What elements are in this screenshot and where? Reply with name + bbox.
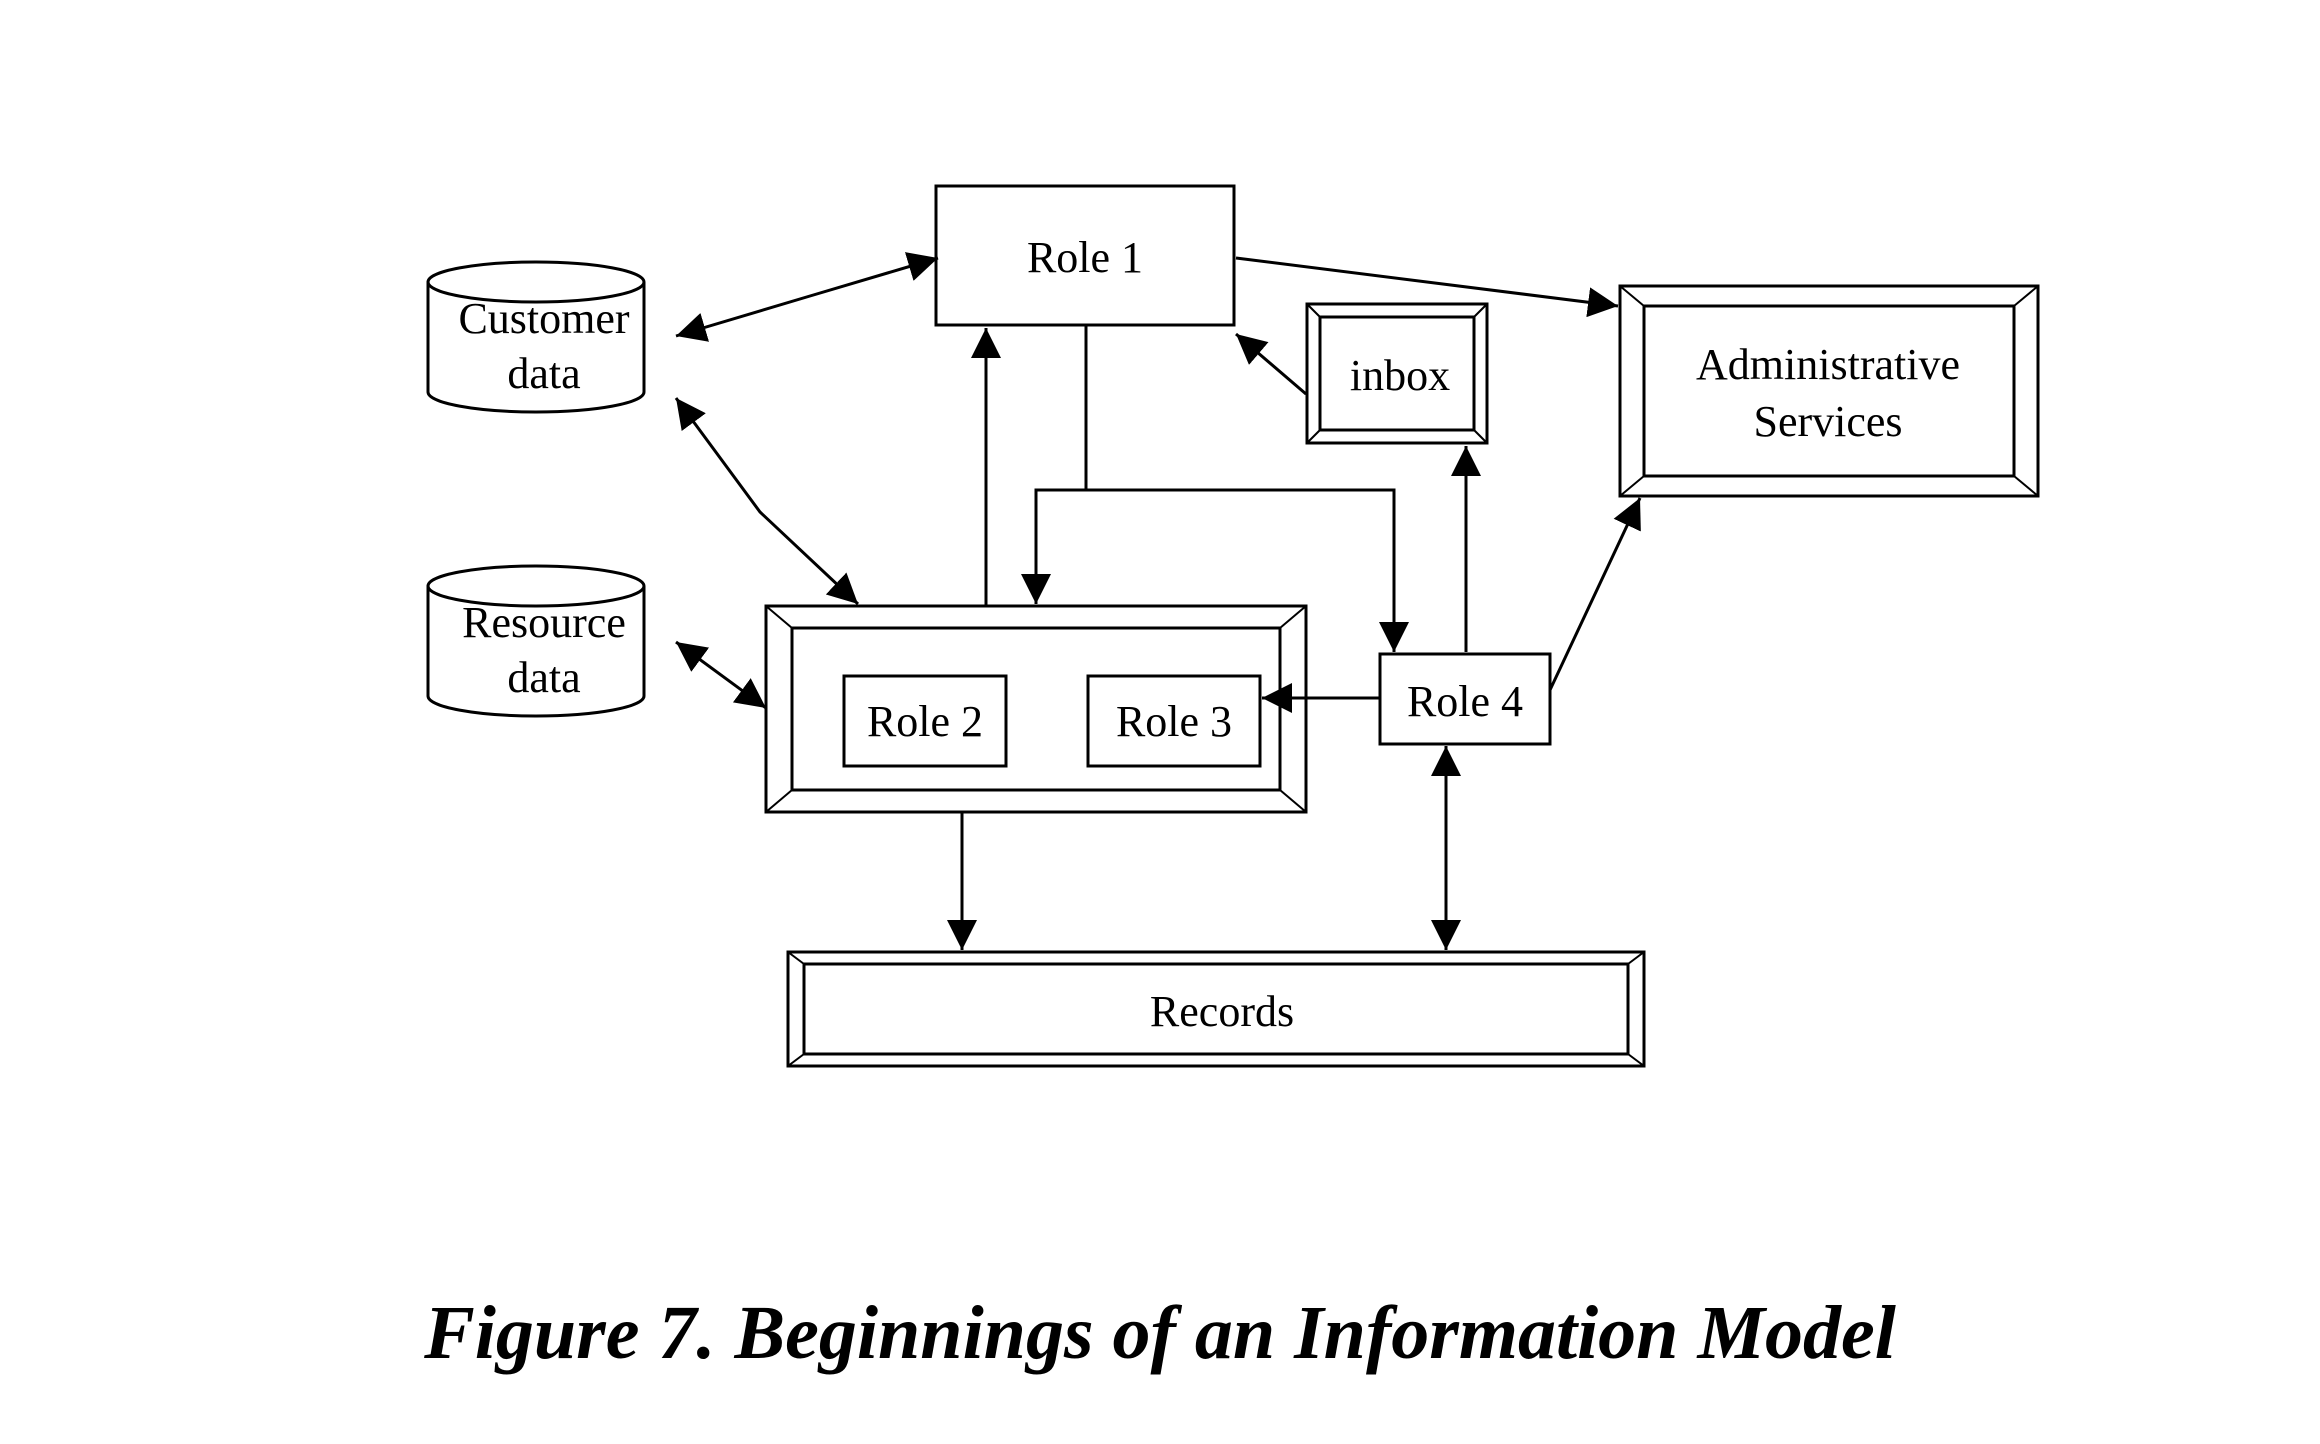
customer-data-node: Customer data xyxy=(426,260,646,414)
edge-role4-admin xyxy=(1548,497,1642,691)
role4-label: Role 4 xyxy=(1407,677,1523,726)
records-node: Records xyxy=(786,950,1646,1068)
role3-node: Role 3 xyxy=(1086,674,1262,768)
inbox-node: inbox xyxy=(1305,302,1489,445)
role2-role3-group xyxy=(764,604,1308,814)
records-label: Records xyxy=(1150,987,1294,1036)
role1-label: Role 1 xyxy=(1027,233,1143,282)
resource-data-label-line2: data xyxy=(507,653,580,702)
role2-node: Role 2 xyxy=(842,674,1008,768)
customer-data-label-line2: data xyxy=(507,349,580,398)
edge-customer-data-group xyxy=(674,397,860,606)
administrative-services-node: Administrative Services xyxy=(1618,284,2040,498)
resource-data-node: Resource data xyxy=(426,564,646,718)
edge-resource-data-group xyxy=(675,640,767,710)
role3-label: Role 3 xyxy=(1116,697,1232,746)
resource-data-label-line1: Resource xyxy=(462,598,626,647)
edge-customer-data-role1 xyxy=(675,252,939,342)
inbox-label: inbox xyxy=(1350,351,1450,400)
administrative-services-label-line1: Administrative xyxy=(1696,340,1960,389)
edge-role1-role4 xyxy=(1086,488,1409,652)
edge-role1-group xyxy=(1021,326,1088,604)
figure-caption: Figure 7. Beginnings of an Information M… xyxy=(424,1291,1896,1375)
administrative-services-label-line2: Services xyxy=(1753,397,1902,446)
role4-node: Role 4 xyxy=(1378,652,1552,746)
edge-role1-admin xyxy=(1235,256,1619,318)
customer-data-label-line1: Customer xyxy=(458,294,629,343)
role1-node: Role 1 xyxy=(934,184,1236,327)
role2-label: Role 2 xyxy=(867,697,983,746)
edge-inbox-role1 xyxy=(1235,332,1307,396)
